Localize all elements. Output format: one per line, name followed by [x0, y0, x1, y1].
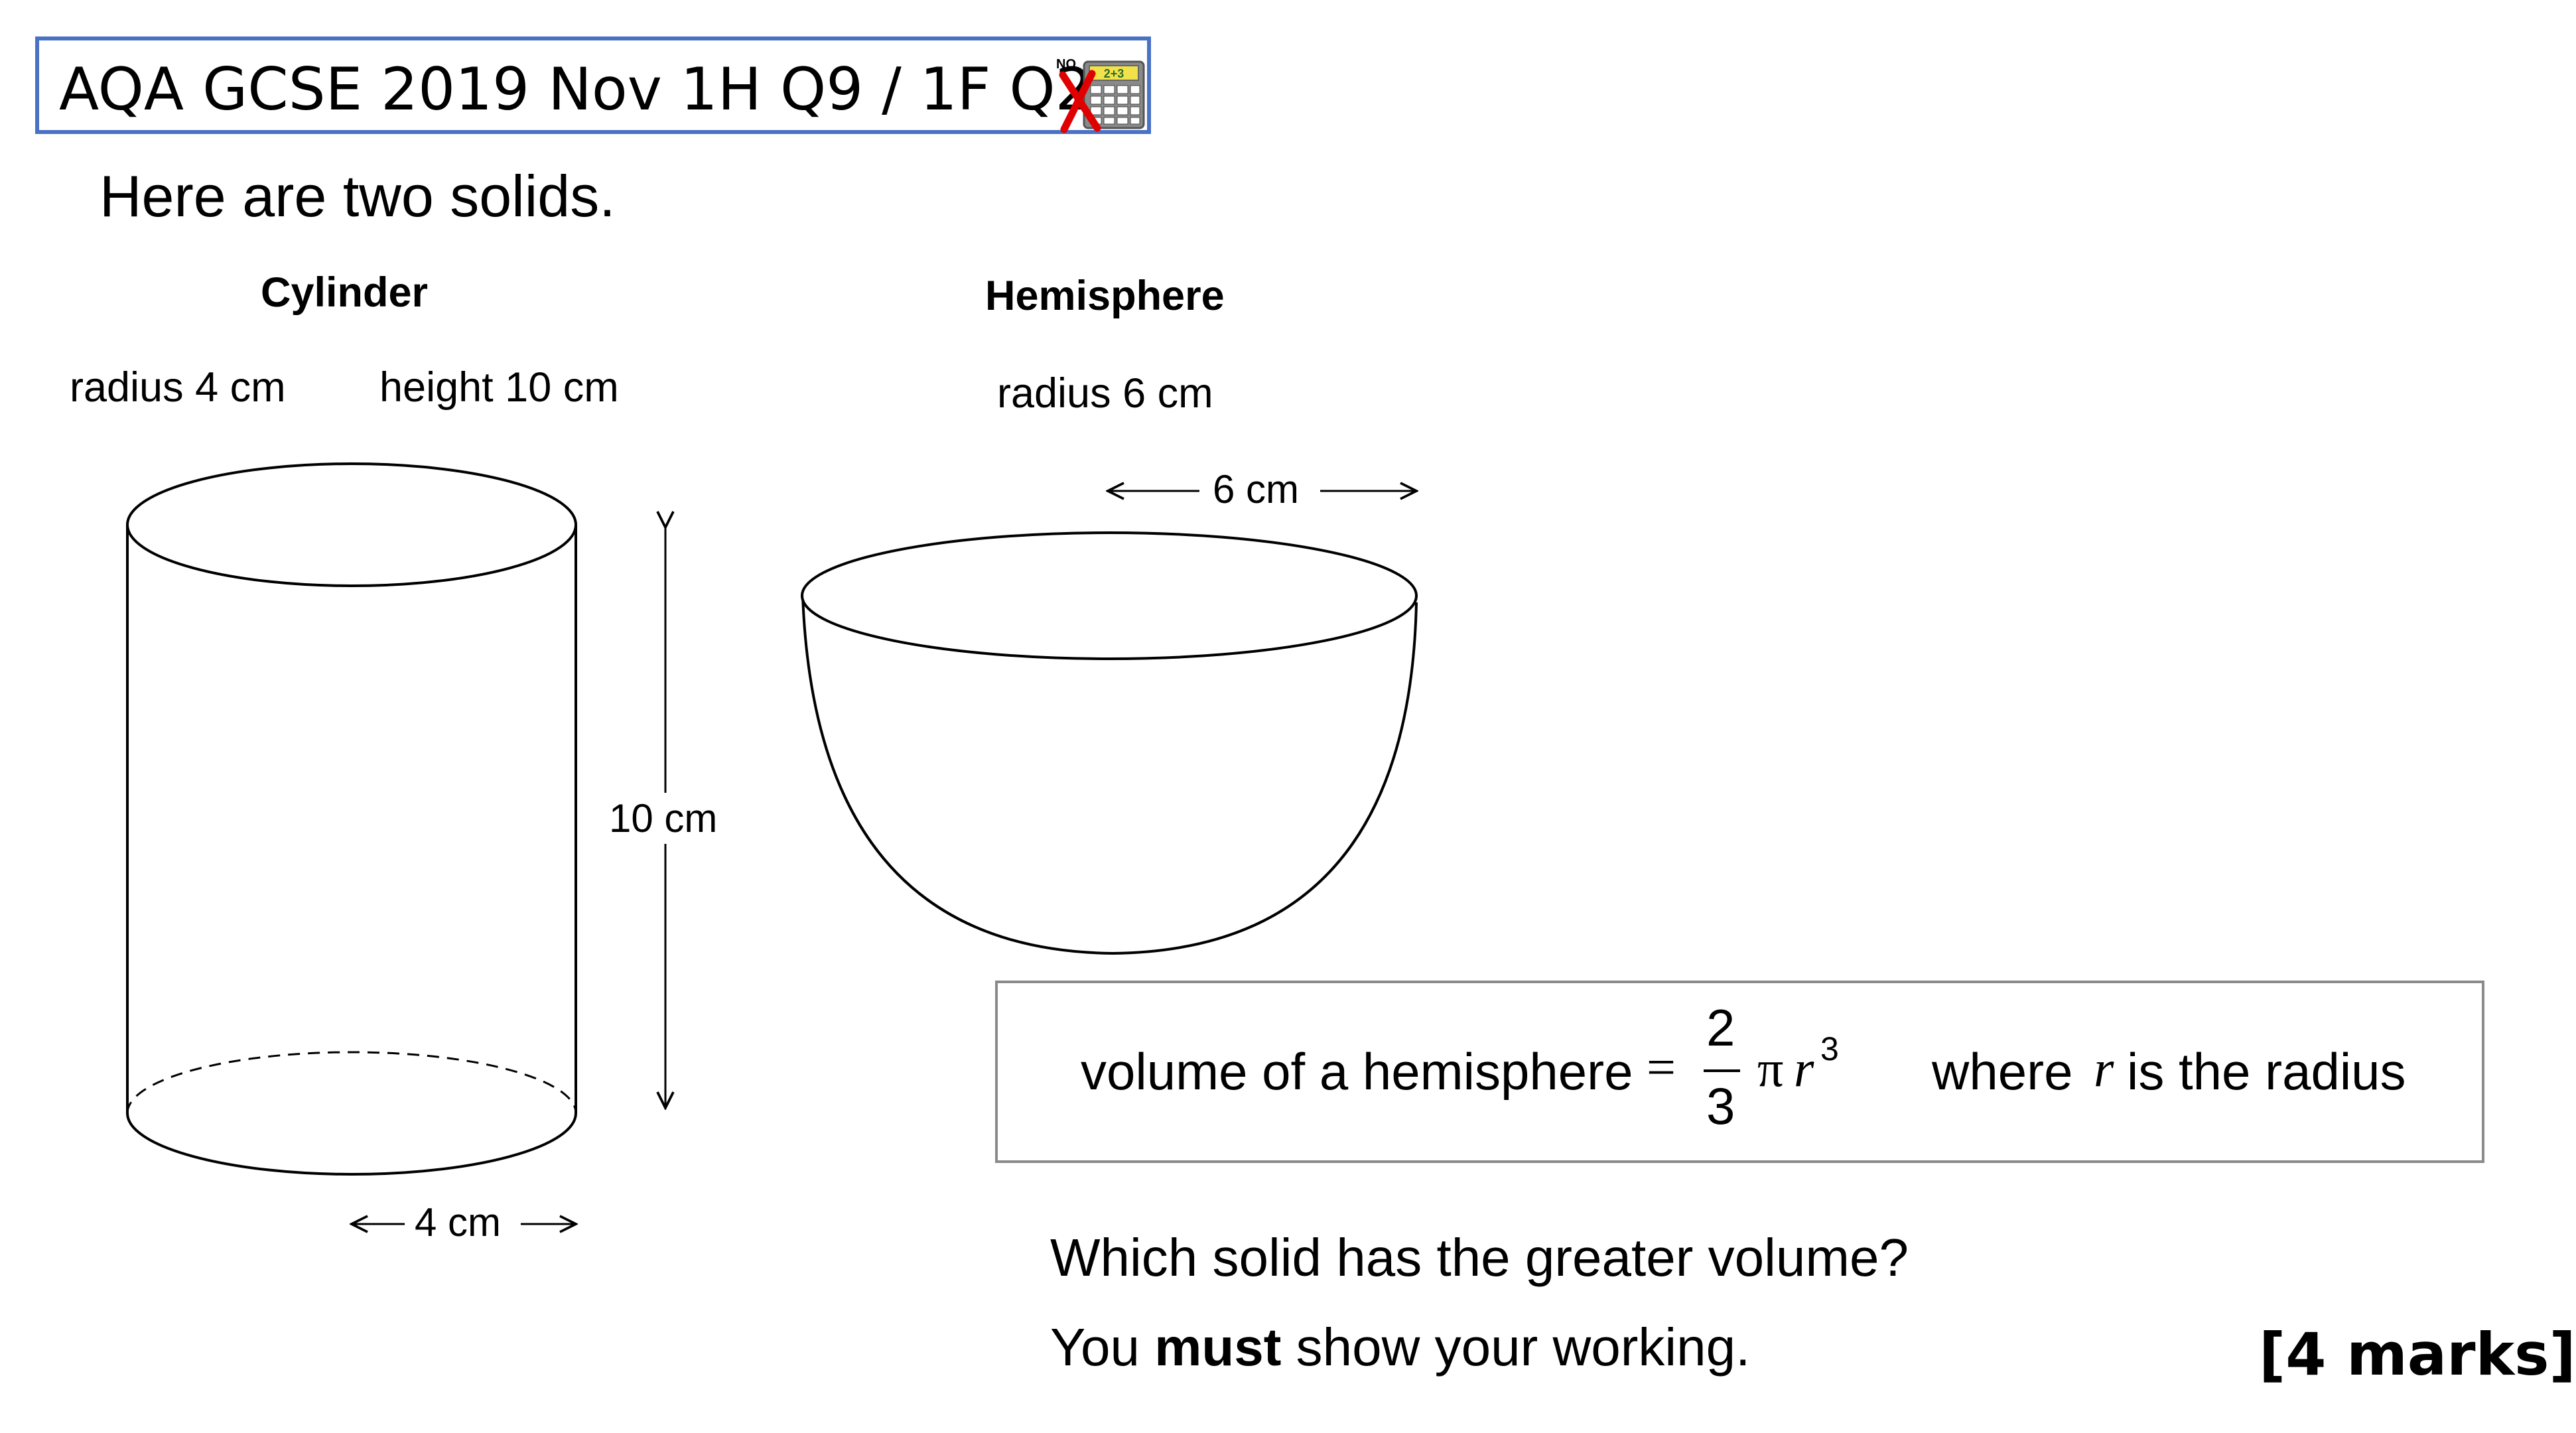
formula-exponent: 3 — [1820, 1030, 1839, 1067]
formula-equals: = — [1647, 1038, 1676, 1096]
formula-tail: is the radius — [2127, 1042, 2406, 1101]
formula-pi: π — [1757, 1040, 1784, 1097]
calc-no-text: NO — [1056, 57, 1076, 72]
question-line-2-pre: You — [1050, 1318, 1140, 1377]
formula-r: r — [1794, 1040, 1814, 1097]
question-line-2-bold: must — [1154, 1318, 1282, 1377]
formula-box: volume of a hemisphere = 2 3 π r 3 where… — [995, 981, 2484, 1163]
fraction-bar — [1704, 1069, 1740, 1072]
cylinder-radius-label: radius 4 cm — [70, 364, 286, 411]
cylinder-heading: Cylinder — [261, 269, 429, 316]
cylinder-shape — [126, 462, 577, 1176]
no-calculator-icon: 2+3 NO — [1056, 57, 1145, 133]
cross-mark-icon — [1059, 70, 1101, 133]
hemisphere-radius-label: radius 6 cm — [997, 370, 1213, 417]
question-title: AQA GCSE 2019 Nov 1H Q9 / 1F Q28 — [59, 55, 1130, 123]
formula-r-variable: r — [2094, 1040, 2114, 1097]
question-line-1: Which solid has the greater volume? — [1050, 1228, 1909, 1287]
cylinder-height-label: height 10 cm — [379, 364, 619, 411]
calc-screen-text: 2+3 — [1104, 67, 1124, 80]
hemisphere-heading: Hemisphere — [985, 273, 1225, 319]
question-line-2: You must show your working. — [1050, 1317, 1750, 1378]
question-line-2-post: show your working. — [1296, 1318, 1751, 1377]
formula-lead: volume of a hemisphere — [1081, 1042, 1633, 1101]
marks-label: [4 marks] — [2259, 1320, 2576, 1389]
hemisphere-shape — [801, 531, 1418, 955]
hemisphere-radius-dim: 6 cm — [1213, 466, 1300, 512]
question-title-box: AQA GCSE 2019 Nov 1H Q9 / 1F Q28 2+3 NO — [35, 36, 1151, 134]
intro-text: Here are two solids. — [100, 163, 616, 229]
formula-where: where — [1932, 1042, 2073, 1101]
formula-denominator: 3 — [1706, 1077, 1735, 1135]
formula-numerator: 2 — [1706, 998, 1735, 1057]
cylinder-radius-dim: 4 cm — [415, 1199, 502, 1245]
cylinder-height-dim: 10 cm — [609, 793, 718, 844]
